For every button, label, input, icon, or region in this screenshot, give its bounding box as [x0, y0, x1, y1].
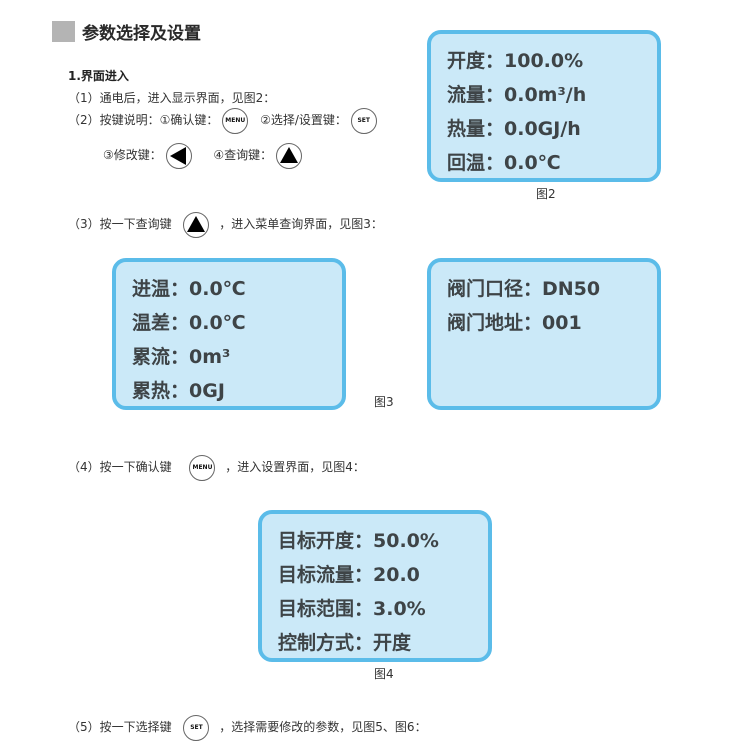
step-4: （4）按一下确认键 MENU ，进入设置界面，见图4： — [68, 453, 365, 481]
step-3-suffix: ，进入菜单查询界面，见图3： — [219, 217, 383, 231]
step-2-set-label: ②选择/设置键： — [260, 113, 347, 127]
set-key-icon: SET — [350, 107, 377, 134]
step-1: （1）通电后，进入显示界面，见图2： — [68, 91, 276, 105]
display-line: 回温：0.0℃ — [447, 152, 561, 174]
display-line: 温差：0.0℃ — [132, 312, 246, 334]
menu-key-icon: MENU — [189, 454, 216, 481]
display-line: 开度：100.0% — [447, 50, 584, 72]
step-5: （5）按一下选择键 SET ，选择需要修改的参数，见图5、图6： — [68, 713, 427, 741]
figure-2-display: 开度：100.0% 流量：0.0m³/h 热量：0.0GJ/h 回温：0.0℃ — [427, 30, 661, 182]
step-3: （3）按一下查询键 ，进入菜单查询界面，见图3： — [68, 210, 383, 238]
display-line: 进温：0.0℃ — [132, 278, 246, 300]
menu-key-icon: MENU — [222, 107, 249, 134]
display-line: 热量：0.0GJ/h — [447, 118, 581, 140]
step-4-label: （4）按一下确认键 — [68, 460, 172, 474]
modify-key-label: ③修改键： — [103, 148, 162, 162]
figure-3-display-left: 进温：0.0℃ 温差：0.0℃ 累流：0m³ 累热：0GJ — [112, 258, 346, 410]
display-line: 流量：0.0m³/h — [447, 84, 587, 106]
left-arrow-key-icon — [165, 142, 192, 169]
figure-2-caption: 图2 — [536, 187, 556, 201]
display-line: 累流：0m³ — [132, 346, 231, 368]
up-arrow-key-icon — [183, 211, 210, 238]
display-line: 目标范围：3.0% — [278, 598, 426, 620]
figure-4-display: 目标开度：50.0% 目标流量：20.0 目标范围：3.0% 控制方式：开度 — [258, 510, 492, 662]
page-title: 参数选择及设置 — [82, 24, 201, 44]
step-2: （2）按键说明：①确认键： MENU ②选择/设置键： SET — [68, 106, 377, 134]
step-5-suffix: ，选择需要修改的参数，见图5、图6： — [219, 720, 427, 734]
up-arrow-key-icon — [276, 142, 303, 169]
step-3-label: （3）按一下查询键 — [68, 217, 172, 231]
display-line: 控制方式：开度 — [278, 632, 412, 654]
figure-4-caption: 图4 — [374, 667, 394, 681]
section-heading: 1.界面进入 — [68, 69, 129, 83]
display-line: 阀门地址：001 — [447, 312, 582, 334]
display-line: 阀门口径：DN50 — [447, 278, 601, 300]
step-4-suffix: ，进入设置界面，见图4： — [225, 460, 365, 474]
heading-marker — [52, 21, 75, 42]
display-line: 目标流量：20.0 — [278, 564, 420, 586]
figure-3-caption: 图3 — [374, 395, 394, 409]
figure-3-display-right: 阀门口径：DN50 阀门地址：001 — [427, 258, 661, 410]
display-line: 累热：0GJ — [132, 380, 225, 402]
query-key-label: ④查询键： — [213, 148, 273, 162]
step-2-label: （2）按键说明：①确认键： — [68, 113, 219, 127]
display-line: 目标开度：50.0% — [278, 530, 439, 552]
step-2-keys: ③修改键： ④查询键： — [103, 141, 303, 169]
step-5-label: （5）按一下选择键 — [68, 720, 172, 734]
set-key-icon: SET — [183, 714, 210, 741]
